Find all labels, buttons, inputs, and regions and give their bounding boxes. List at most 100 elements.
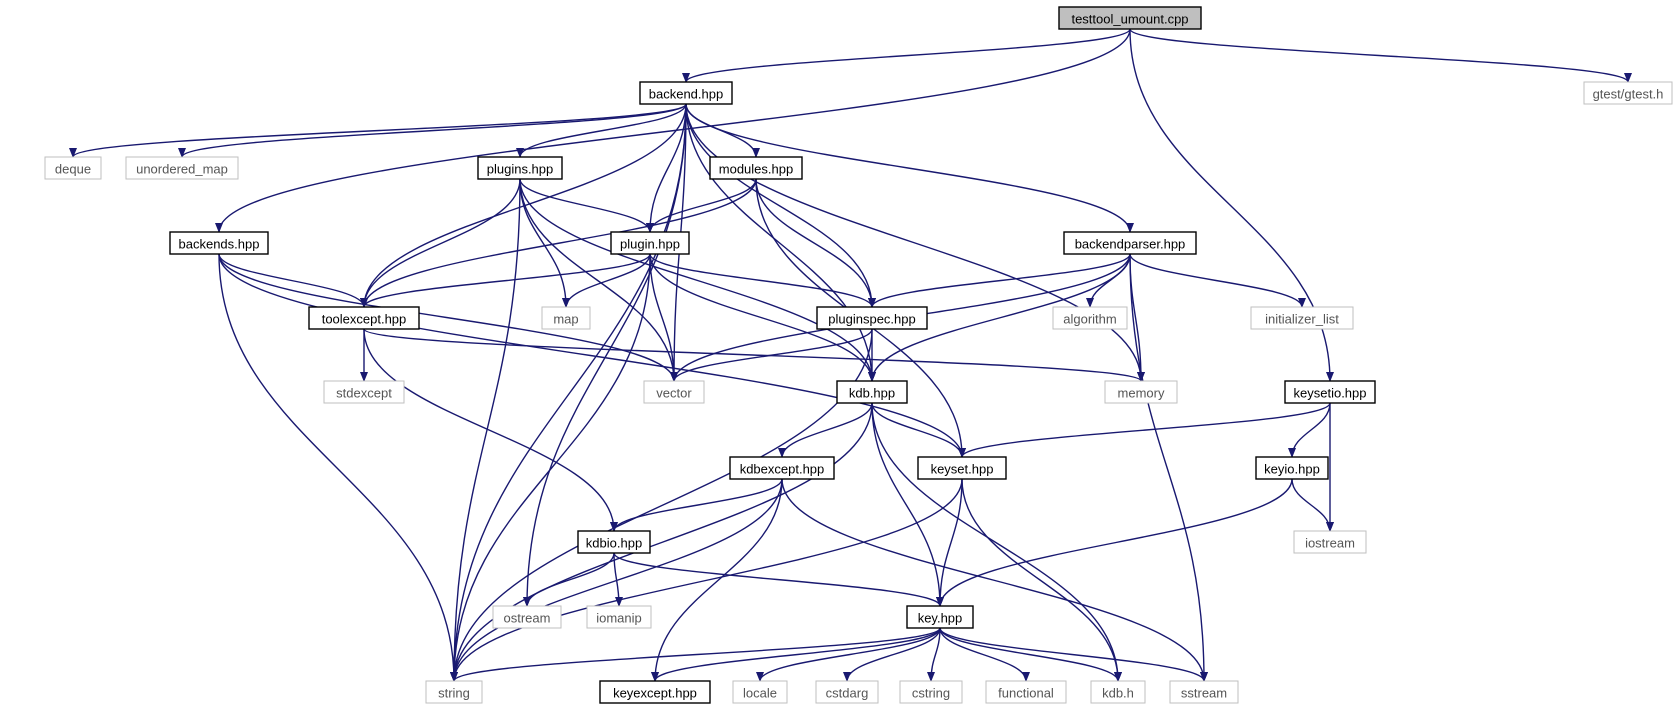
node-box (1255, 456, 1329, 480)
node-label: locale (743, 686, 777, 701)
node-key[interactable]: key.hpp (906, 605, 974, 629)
node-label: cstring (912, 686, 950, 701)
node-label: iostream (1305, 536, 1355, 551)
node-unordered-map: unordered_map (125, 156, 239, 180)
node-label: plugins.hpp (487, 162, 554, 177)
node-label: plugin.hpp (620, 237, 680, 252)
node-keyio[interactable]: keyio.hpp (1255, 456, 1329, 480)
node-testtool-umount[interactable]: testtool_umount.cpp (1058, 6, 1202, 30)
node-box (1063, 231, 1197, 255)
node-label: initializer_list (1265, 312, 1339, 327)
edge-plugin-to-map (562, 253, 651, 308)
edge-plugin-to-toolexcept (360, 253, 651, 308)
node-label: vector (656, 386, 692, 401)
node-label: cstdarg (826, 686, 869, 701)
edge-backends-to-toolexcept (218, 253, 368, 308)
node-box (815, 680, 879, 704)
node-label: pluginspec.hpp (828, 312, 915, 327)
edge-keysetio-to-keyset (958, 402, 1331, 458)
node-label: sstream (1181, 686, 1227, 701)
node-cstdarg: cstdarg (815, 680, 879, 704)
edge-plugins-to-vector (519, 178, 678, 382)
edge-keyio-to-iostream (1291, 478, 1334, 532)
node-stdexcept: stdexcept (323, 380, 405, 404)
node-label: iomanip (596, 611, 642, 626)
node-backends[interactable]: backends.hpp (169, 231, 269, 255)
edge-keyset-to-kdb_h (961, 478, 1122, 682)
node-box (816, 306, 928, 330)
node-pluginspec[interactable]: pluginspec.hpp (816, 306, 928, 330)
edge-kdbio-to-key (613, 552, 944, 607)
node-box (44, 156, 102, 180)
node-vector: vector (643, 380, 705, 404)
node-label: backends.hpp (179, 237, 260, 252)
node-backendparser[interactable]: backendparser.hpp (1063, 231, 1197, 255)
node-keyexcept[interactable]: keyexcept.hpp (599, 680, 711, 704)
node-box (323, 380, 405, 404)
node-label: testtool_umount.cpp (1071, 12, 1188, 27)
node-box (1169, 680, 1239, 704)
node-label: stdexcept (336, 386, 392, 401)
node-plugin[interactable]: plugin.hpp (610, 231, 690, 255)
node-kdb[interactable]: kdb.hpp (836, 380, 908, 404)
edge-backend-to-string (450, 103, 687, 682)
edge-backend-to-plugin (646, 103, 687, 233)
edge-backend-to-unordered_map (178, 103, 687, 158)
edge-kdbexcept-to-keyexcept (651, 478, 783, 682)
nodes-layer: testtool_umount.cpp backend.hpp gtest/gtes… (44, 6, 1673, 704)
node-kdb-h: kdb.h (1090, 680, 1146, 704)
node-label: algorithm (1063, 312, 1116, 327)
edge-plugin-to-vector (649, 253, 678, 382)
node-box (541, 306, 591, 330)
node-label: deque (55, 162, 91, 177)
node-box (1293, 530, 1367, 554)
node-label: kdbio.hpp (586, 536, 642, 551)
edge-backend-to-plugins (516, 103, 687, 158)
node-box (709, 156, 803, 180)
edge-kdb-to-key (871, 402, 944, 607)
node-label: functional (998, 686, 1054, 701)
node-box (492, 605, 562, 629)
node-label: memory (1118, 386, 1165, 401)
edge-backend-to-backendparser (685, 103, 1134, 233)
node-label: keyset.hpp (931, 462, 994, 477)
node-label: map (553, 312, 578, 327)
node-kdbexcept[interactable]: kdbexcept.hpp (729, 456, 835, 480)
edge-kdbio-to-iomanip (613, 552, 623, 607)
edge-key-to-functional (939, 627, 1030, 682)
node-box (917, 456, 1007, 480)
edge-kdbexcept-to-string (450, 478, 783, 682)
node-box (169, 231, 269, 255)
node-kdbio[interactable]: kdbio.hpp (577, 530, 651, 554)
node-label: toolexcept.hpp (322, 312, 407, 327)
edge-backend-to-pluginspec (685, 103, 876, 308)
node-ostream: ostream (492, 605, 562, 629)
node-box (477, 156, 563, 180)
node-box (1052, 306, 1128, 330)
edge-keyset-to-key (936, 478, 963, 607)
node-label: gtest/gtest.h (1593, 87, 1664, 102)
edge-key-to-string (450, 627, 941, 682)
node-label: keyio.hpp (1264, 462, 1320, 477)
node-iostream: iostream (1293, 530, 1367, 554)
edge-key-to-cstdarg (843, 627, 941, 682)
node-locale: locale (732, 680, 788, 704)
edge-key-to-kdb_h (939, 627, 1122, 682)
edge-key-to-locale (756, 627, 941, 682)
node-backend[interactable]: backend.hpp (639, 81, 733, 105)
node-keysetio[interactable]: keysetio.hpp (1284, 380, 1376, 404)
node-modules[interactable]: modules.hpp (709, 156, 803, 180)
edge-backendparser-to-sstream (1129, 253, 1208, 682)
node-box (899, 680, 963, 704)
node-toolexcept[interactable]: toolexcept.hpp (308, 306, 420, 330)
node-box (1090, 680, 1146, 704)
node-box (639, 81, 733, 105)
edge-key-to-sstream (939, 627, 1208, 682)
edge-modules-to-plugin (646, 178, 757, 233)
edge-keysetio-to-keyio (1288, 402, 1331, 458)
node-map: map (541, 306, 591, 330)
node-plugins[interactable]: plugins.hpp (477, 156, 563, 180)
node-box (1104, 380, 1178, 404)
node-keyset[interactable]: keyset.hpp (917, 456, 1007, 480)
node-box (729, 456, 835, 480)
